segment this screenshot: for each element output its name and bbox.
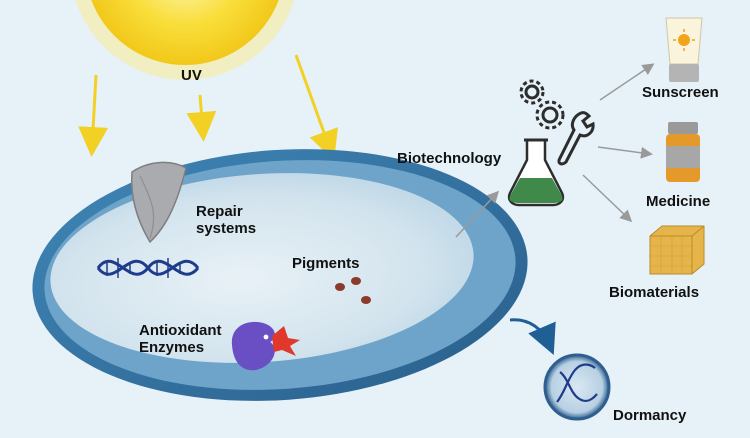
dormancy-arrow [509,318,556,356]
biomaterial-cube-icon [649,225,705,275]
repair-systems-label: Repair systems [196,203,256,238]
biotech-arrow [455,190,500,238]
uv-arrows [78,54,338,161]
arrow-to-sunscreen [599,63,655,101]
sun-icon [75,0,295,80]
bacterial-cell [32,149,528,401]
medicine-label: Medicine [646,193,711,210]
uv-label: UV [181,67,202,84]
uv-arrow-middle [186,94,217,142]
dna-icon [96,258,200,278]
uv-arrow-left [78,74,109,157]
gears-icon [519,79,565,130]
antioxidant-enzymes-label-line2: Enzymes [139,339,205,357]
biotechnology-label: Biotechnology [397,150,502,167]
repair-systems-label-line1: Repair [196,203,243,220]
enzyme-icon [231,321,300,371]
sunscreen-tube-icon [665,17,703,82]
pigments-label: Pigments [292,255,360,272]
product-arrows [582,63,655,223]
biomaterials-label: Biomaterials [609,284,700,301]
wrench-icon [557,111,595,166]
repair-systems-label-line2: systems [196,220,257,238]
repair-shield-icon [130,161,187,244]
dormancy-label: Dormancy [613,407,687,424]
arrow-to-medicine [597,146,653,159]
flask-icon [507,138,565,207]
pigment-dots [335,277,371,304]
sunscreen-label: Sunscreen [642,84,719,101]
dormant-spore-icon [543,353,611,421]
uv-arrow-right [294,54,338,161]
medicine-bottle-icon [666,122,700,182]
antioxidant-enzymes-label-line1: Antioxidant [139,322,222,339]
arrow-to-biomaterials [582,174,633,223]
antioxidant-enzymes-label: Antioxidant Enzymes [139,322,222,357]
